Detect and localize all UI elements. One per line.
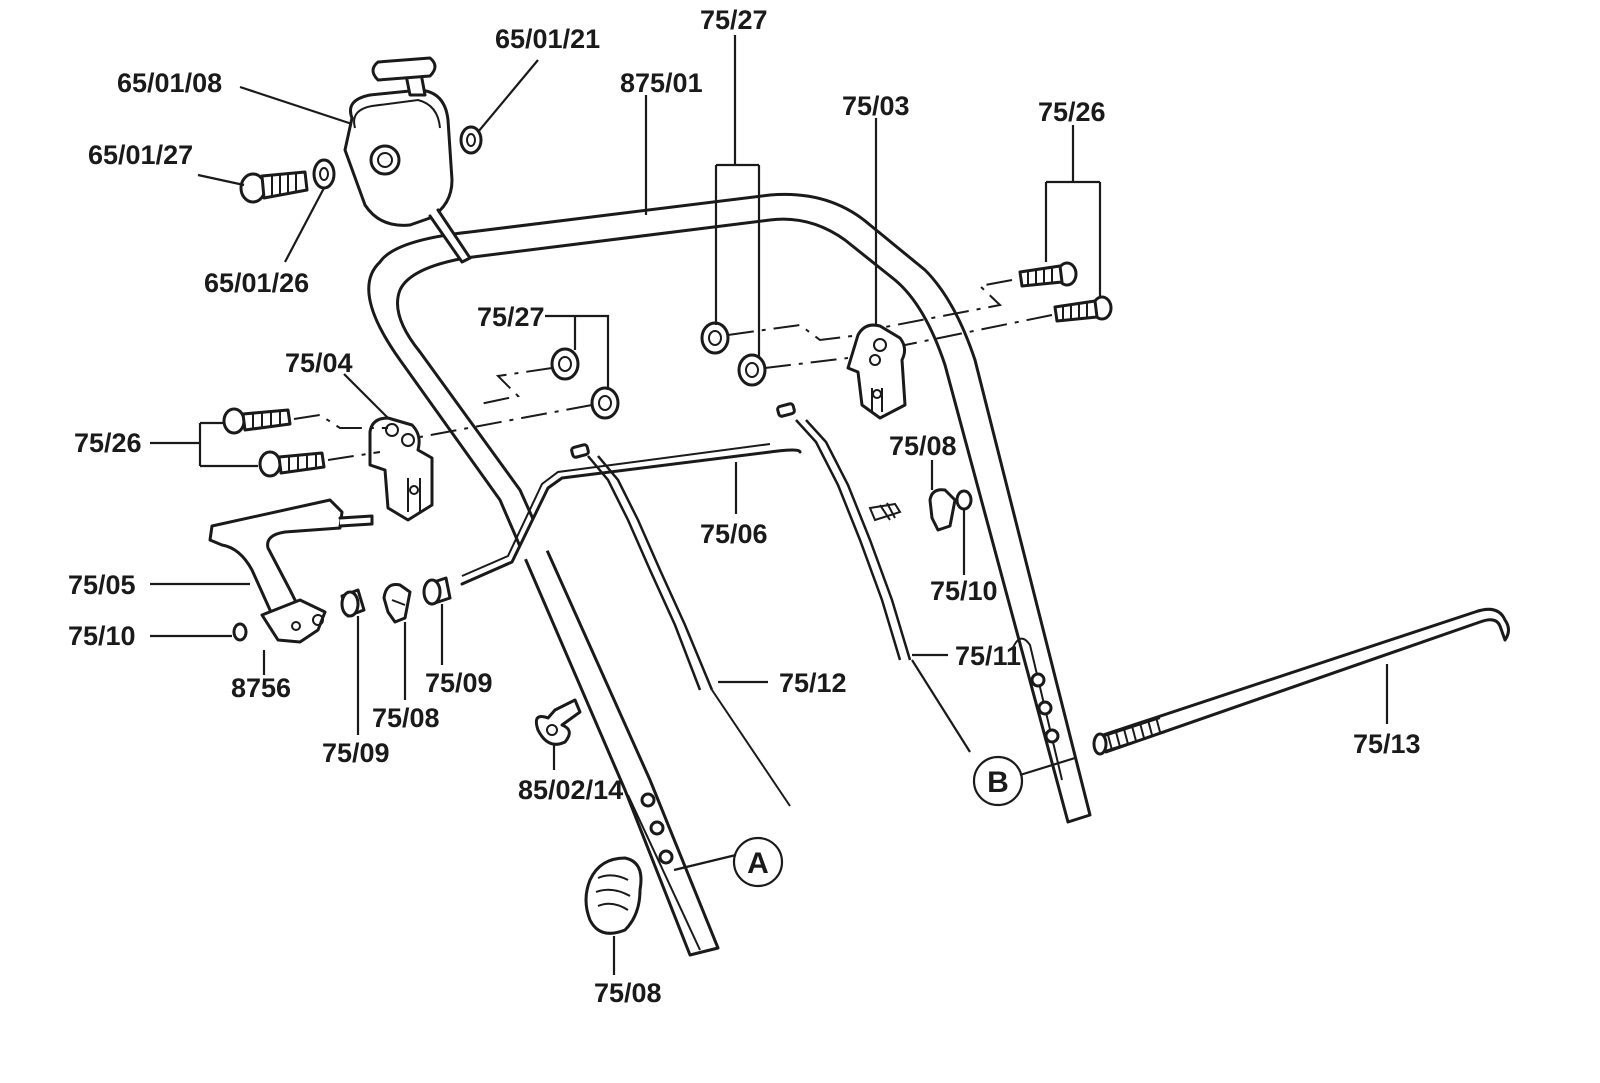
rod-75-06 <box>460 443 802 586</box>
bolts-75-26-right <box>1018 261 1113 323</box>
cable-75-12 <box>570 443 791 807</box>
label-8756: 8756 <box>231 673 291 703</box>
lever-75-05 <box>208 498 374 644</box>
callout-a: A <box>732 836 784 888</box>
label-75-10-right: 75/10 <box>930 576 998 606</box>
label-75-27-mid: 75/27 <box>477 302 545 332</box>
cable-75-11 <box>776 402 912 661</box>
nuts-75-27-middle <box>550 347 620 420</box>
label-75-13: 75/13 <box>1353 729 1421 759</box>
bushing-75-09-a <box>340 588 366 618</box>
nuts-75-27-upper <box>700 321 767 387</box>
bolt-65-01-27 <box>239 170 309 204</box>
knob-75-08 <box>584 856 643 935</box>
label-75-05: 75/05 <box>68 570 136 600</box>
label-75-11: 75/11 <box>955 641 1021 671</box>
label-75-26-right: 75/26 <box>1038 97 1106 127</box>
label-75-04: 75/04 <box>285 348 353 378</box>
handle-frame <box>367 192 1092 957</box>
label-75-27-top: 75/27 <box>700 5 768 35</box>
washer-75-10-left <box>232 622 248 642</box>
bracket-75-04 <box>368 416 434 522</box>
right-tube-holes <box>1011 637 1063 781</box>
label-85-02-14: 85/02/14 <box>518 775 623 805</box>
rod-75-13 <box>1092 607 1510 756</box>
washer-65-01-26 <box>312 158 336 190</box>
bushing-75-09-b <box>422 576 452 606</box>
label-75-12: 75/12 <box>779 668 847 698</box>
leader-lines <box>150 35 1389 975</box>
label-875-01: 875/01 <box>620 68 703 98</box>
label-75-06: 75/06 <box>700 519 768 549</box>
assembly-lines <box>293 279 1053 461</box>
callout-a-label: A <box>747 847 769 880</box>
callout-b: B <box>972 755 1024 807</box>
part-labels: 65/01/08 65/01/21 65/01/27 65/01/26 875/… <box>68 5 1421 1008</box>
label-65-01-27: 65/01/27 <box>88 140 193 170</box>
nut-65-01-21 <box>459 125 483 155</box>
label-75-08-knob: 75/08 <box>594 978 662 1008</box>
left-tube-holes <box>627 792 701 951</box>
hook-85-02-14 <box>534 698 582 746</box>
label-75-09-a: 75/09 <box>322 738 390 768</box>
label-65-01-26: 65/01/26 <box>204 268 309 298</box>
label-65-01-21: 65/01/21 <box>495 24 600 54</box>
clip-75-08-right <box>868 488 957 532</box>
switch-box <box>343 56 472 264</box>
label-75-10-left: 75/10 <box>68 621 136 651</box>
clip-75-08-small <box>382 583 412 624</box>
label-75-08-right: 75/08 <box>889 431 957 461</box>
bolts-75-26-left <box>222 407 326 478</box>
callout-b-label: B <box>987 766 1009 799</box>
bracket-75-03 <box>846 323 907 420</box>
label-75-03: 75/03 <box>842 91 910 121</box>
label-75-26-left: 75/26 <box>74 428 142 458</box>
label-75-08-small: 75/08 <box>372 703 440 733</box>
label-75-09-b: 75/09 <box>425 668 493 698</box>
washer-75-10-right <box>955 489 973 511</box>
label-65-01-08: 65/01/08 <box>117 68 222 98</box>
